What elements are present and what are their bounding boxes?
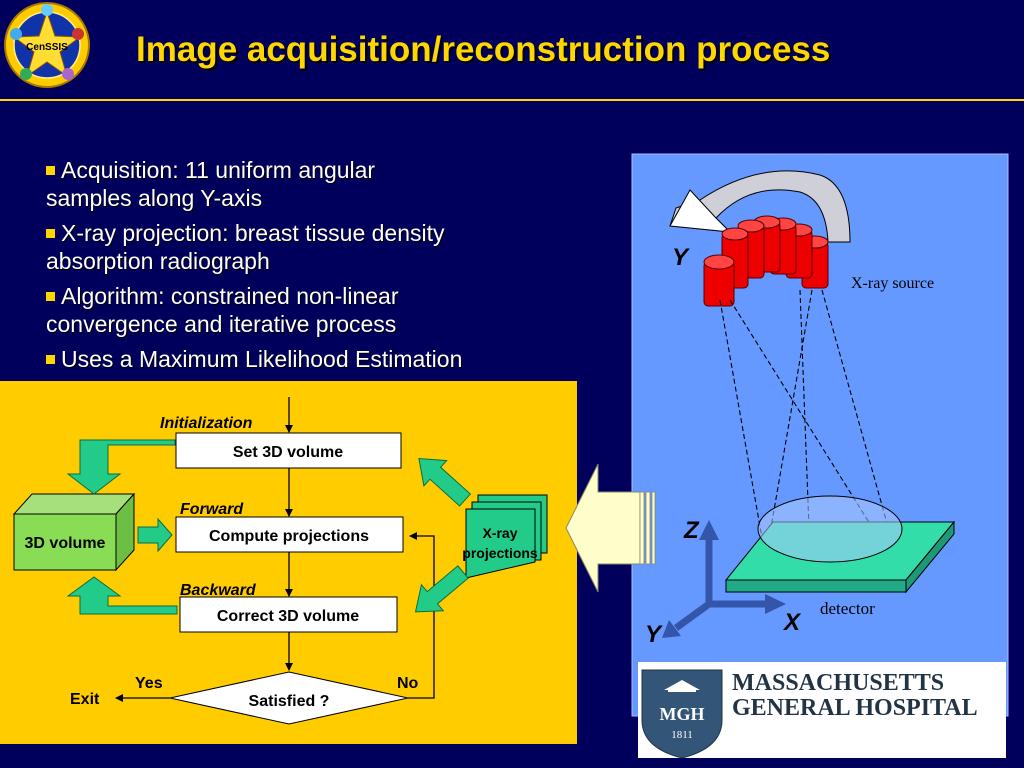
mgh-badge-text: MGH: [660, 704, 705, 724]
detector-label: detector: [820, 599, 875, 618]
backward-label: Backward: [180, 582, 257, 599]
volume-3d-label: 3D volume: [25, 535, 106, 552]
bullet-text: Acquisition: 11 uniform angular: [61, 157, 376, 183]
satisfied-label: Satisfied ?: [249, 693, 330, 710]
yes-label: Yes: [135, 675, 163, 692]
forward-label: Forward: [180, 501, 244, 518]
bullet-square-icon: [46, 355, 55, 364]
set-volume-box: [175, 432, 402, 469]
volume-to-compute-arrow: [137, 517, 173, 553]
bullet-item: Algorithm: constrained non-linear conver…: [46, 282, 586, 338]
mgh-name-line2: GENERAL HOSPITAL: [732, 695, 978, 721]
axis-z-label: Z: [683, 517, 700, 544]
axis-y-top-label: Y: [672, 244, 690, 271]
exit-label: Exit: [70, 691, 100, 708]
init-to-volume-arrow: [66, 439, 176, 495]
no-label: No: [397, 675, 419, 692]
bullet-item: X-ray projection: breast tissue density …: [46, 219, 586, 275]
axis-x-label: X: [782, 609, 802, 636]
xray-source-label: X-ray source: [851, 275, 934, 292]
mgh-name-line1: MASSACHUSETTS: [732, 670, 944, 696]
bullet-item: Uses a Maximum Likelihood Estimation: [46, 345, 586, 373]
correct-to-volume-arrow: [66, 576, 178, 615]
compute-projections-box: [175, 516, 404, 553]
compute-projections-label: Compute projections: [209, 528, 369, 545]
axis-y-bottom-label: Y: [645, 621, 663, 648]
mgh-badge-year: 1811: [671, 729, 693, 741]
geometry-to-flow-arrow: [565, 463, 656, 593]
bullet-text-cont: convergence and iterative process: [46, 311, 397, 337]
bullet-item: Acquisition: 11 uniform angular samples …: [46, 156, 586, 212]
bullet-text: X-ray projection: breast tissue density: [61, 220, 445, 246]
bullet-square-icon: [46, 229, 55, 238]
volume-3d-block: [12, 492, 136, 572]
projection-ellipse: [757, 495, 903, 563]
bullet-text: Uses a Maximum Likelihood Estimation: [61, 346, 463, 372]
censsis-logo: CenSSIS: [4, 2, 90, 88]
bullet-text-cont: samples along Y-axis: [46, 185, 263, 211]
title-rule: [0, 99, 1024, 101]
correct-volume-label: Correct 3D volume: [217, 608, 359, 625]
bullet-text-cont: absorption radiograph: [46, 248, 270, 274]
coordinate-axes: [662, 520, 786, 638]
xray-projections-stack: [465, 494, 548, 579]
bullet-text: Algorithm: constrained non-linear: [61, 283, 399, 309]
projections-to-init-arrow: [418, 457, 472, 507]
xray-projections-label-1: X-ray: [482, 525, 517, 541]
bullet-square-icon: [46, 166, 55, 175]
xray-projections-label-2: projections: [462, 545, 538, 561]
logo-text: CenSSIS: [26, 42, 68, 53]
xray-source-array: [703, 215, 829, 307]
initialization-label: Initialization: [160, 415, 253, 432]
bullet-list: Acquisition: 11 uniform angular samples …: [46, 156, 586, 380]
set-volume-label: Set 3D volume: [233, 444, 343, 461]
mgh-logo: MGH 1811 MASSACHUSETTS GENERAL HOSPITAL: [638, 662, 1006, 759]
projections-to-correct-arrow: [414, 565, 469, 613]
bullet-square-icon: [46, 292, 55, 301]
slide-title: Image acquisition/reconstruction process: [136, 30, 831, 69]
